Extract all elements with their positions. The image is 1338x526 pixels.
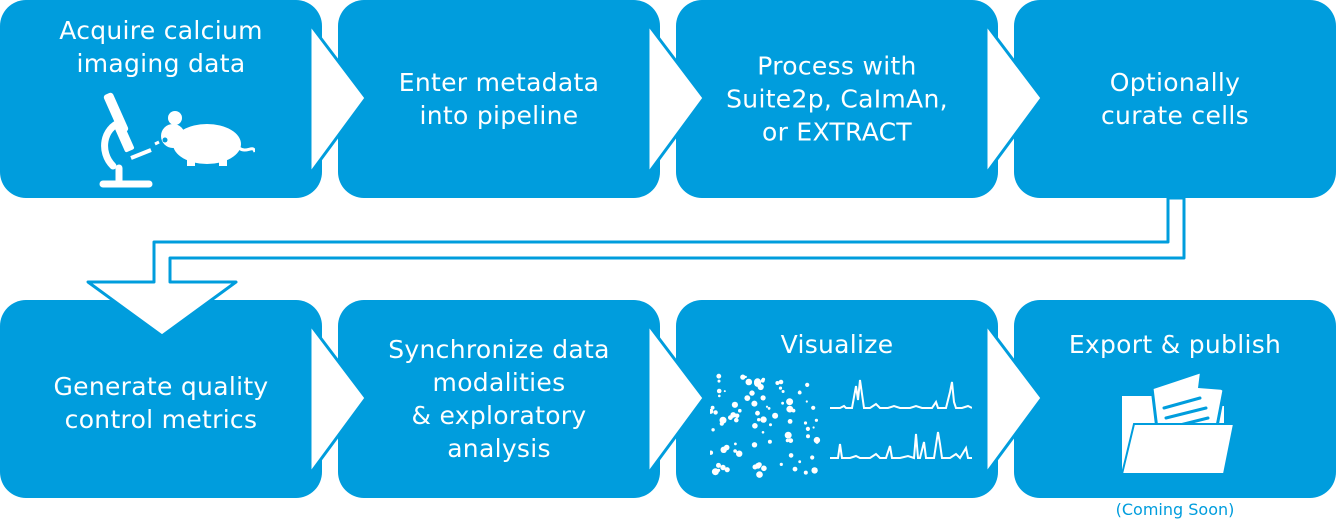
step-process-label: Process with Suite2p, CaImAn, or EXTRACT xyxy=(726,51,948,147)
step-qc-label: Generate quality control metrics xyxy=(53,372,269,434)
microscope-and-mouse-icon xyxy=(99,92,255,188)
connector-4-5 xyxy=(86,196,1186,338)
step-process: Process with Suite2p, CaImAn, or EXTRACT xyxy=(676,0,998,198)
step-curate-label: Optionally curate cells xyxy=(1101,68,1249,130)
step-acquire: Acquire calcium imaging data xyxy=(0,0,322,198)
step-acquire-label: Acquire calcium imaging data xyxy=(59,16,263,78)
step-curate: Optionally curate cells xyxy=(1014,0,1336,198)
coming-soon-note: (Coming Soon) xyxy=(1115,500,1235,519)
arrow-3-4 xyxy=(984,22,1044,176)
step-sync: Synchronize data modalities & explorator… xyxy=(338,300,660,498)
step-visualize-label: Visualize xyxy=(780,330,894,359)
step-metadata: Enter metadata into pipeline xyxy=(338,0,660,198)
arrow-5-6 xyxy=(308,322,368,476)
arrow-6-7 xyxy=(646,322,706,476)
step-sync-label: Synchronize data modalities & explorator… xyxy=(388,335,610,463)
step-export-label: Export & publish xyxy=(1068,330,1282,359)
arrow-1-2 xyxy=(308,22,368,176)
arrow-2-3 xyxy=(646,22,706,176)
arrow-7-8 xyxy=(984,322,1044,476)
folder-document-icon xyxy=(1120,370,1236,475)
cell-map-and-traces-icon xyxy=(710,373,972,478)
step-metadata-label: Enter metadata into pipeline xyxy=(398,68,600,130)
step-visualize: Visualize xyxy=(676,300,998,498)
step-export: Export & publish xyxy=(1014,300,1336,498)
